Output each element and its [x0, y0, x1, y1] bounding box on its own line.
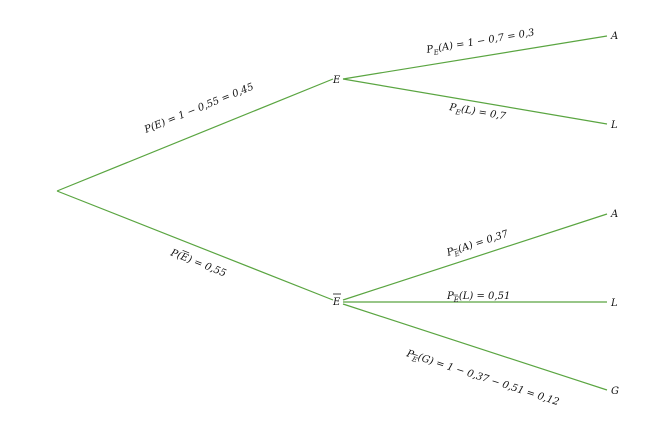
- edge-e-a: [342, 35, 608, 80]
- edge-root-e: [56, 78, 334, 192]
- label-ebar-g-text: PE(G) = 1 − 0,37 − 0,51 = 0,12: [404, 348, 561, 410]
- edge-ebar-g: [342, 303, 608, 391]
- overline: [412, 353, 418, 356]
- overline: [452, 248, 458, 251]
- label-root-ebar-text: P(E) = 0,55: [168, 247, 228, 279]
- node-ebar-a: A: [610, 209, 618, 220]
- label-ebar-g: PE(G) = 1 − 0,37 − 0,51 = 0,12: [404, 348, 561, 410]
- node-ebar-l: L: [610, 298, 618, 309]
- node-ebar-label: E: [332, 297, 341, 308]
- label-ebar-l: PE(L) = 0,51: [446, 291, 510, 304]
- node-ebar-g: G: [611, 386, 619, 397]
- node-e-l: L: [610, 120, 618, 131]
- edge-e-l: [342, 78, 608, 125]
- node-e: E: [332, 75, 341, 86]
- label-root-e: P(E) = 1 − 0,55 = 0,45: [142, 82, 255, 137]
- overline: [182, 249, 190, 254]
- edge-ebar-a: [342, 213, 608, 301]
- label-e-a: PE(A) = 1 − 0,7 = 0,3: [425, 27, 536, 58]
- label-root-ebar: P(E) = 0,55: [168, 247, 228, 279]
- edge-root-ebar: [56, 190, 334, 301]
- label-ebar-l-text: PE(L) = 0,51: [446, 291, 510, 304]
- node-ebar: E: [332, 293, 341, 308]
- node-e-a: A: [610, 31, 618, 42]
